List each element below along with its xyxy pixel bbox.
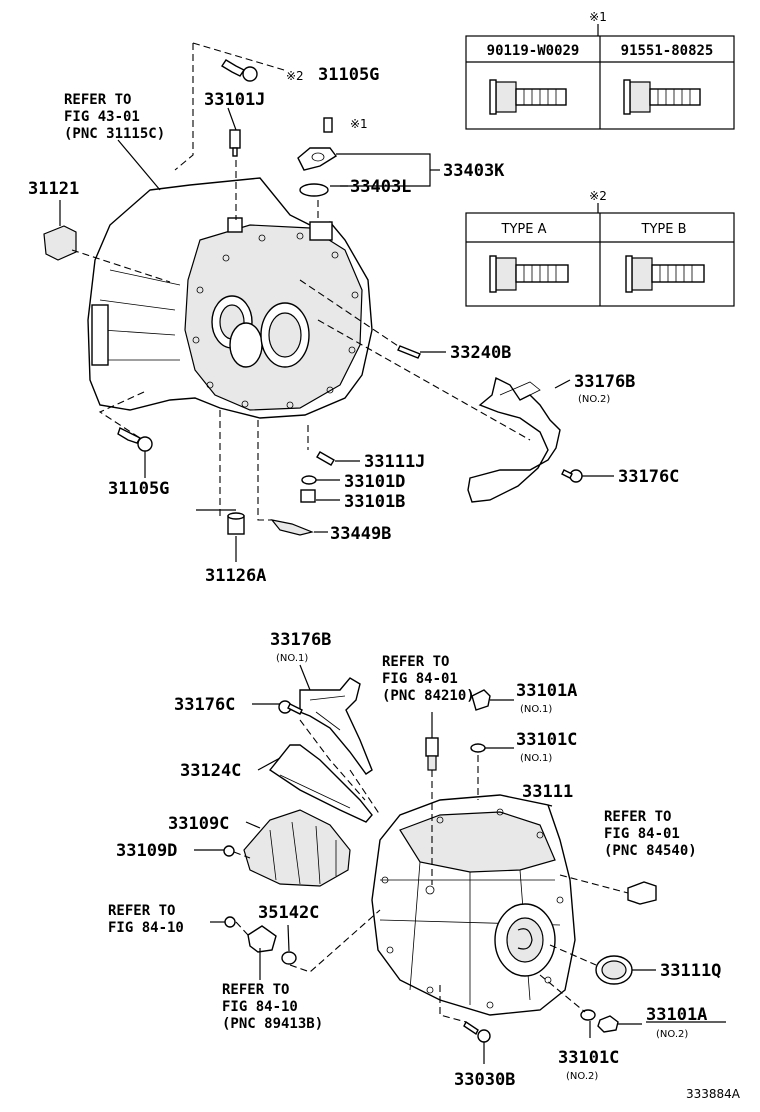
label-33101C-top-note: (NO.1) <box>520 753 552 764</box>
transaxle-case-drawing <box>371 794 576 1016</box>
plate-33124C-icon <box>268 744 373 823</box>
washer-33101D-icon <box>301 475 317 485</box>
bolt-table-1: ※1 90119-W0029 91551-80825 <box>465 10 735 130</box>
label-31105G-bottom: 31105G <box>108 479 169 499</box>
type-a-bolt-icon <box>489 255 569 293</box>
label-33176B-bottom-note: (NO.1) <box>276 653 308 664</box>
plug-33101A-top-icon <box>471 689 491 711</box>
table-1-mark: ※1 <box>589 10 607 24</box>
bolt-33176C-top-icon <box>561 469 583 483</box>
label-31105G-top: 31105G <box>318 65 379 85</box>
ref-8410a-line-1: REFER TO <box>108 903 175 919</box>
table-2-col-1: TYPE A <box>501 222 547 237</box>
bolt-table-2: ※2 TYPE A TYPE B <box>465 189 735 307</box>
label-33101A-bottom-note: (NO.2) <box>656 1029 688 1040</box>
label-33124C: 33124C <box>180 761 241 781</box>
bolt-33109D-icon <box>223 845 235 857</box>
label-33101J: 33101J <box>204 90 265 110</box>
hex-bolt-icon <box>623 79 701 115</box>
label-33176C-top: 33176C <box>618 467 679 487</box>
bolt-31105G-top-icon <box>221 59 258 82</box>
label-33111Q: 33111Q <box>660 961 721 981</box>
type-b-bolt-icon <box>625 255 705 293</box>
label-33109D: 33109D <box>116 841 177 861</box>
ref-84210-line-3: (PNC 84210) <box>382 688 475 704</box>
leader-lines-lower <box>194 664 656 1064</box>
pin-33111J-icon <box>316 451 335 466</box>
figure-id: 333884A <box>686 1087 741 1101</box>
ref-8410b-line-2: FIG 84-10 <box>222 999 298 1015</box>
label-33111: 33111 <box>522 782 573 802</box>
label-33403K: 33403K <box>443 161 505 181</box>
label-33403L: 33403L <box>350 177 411 197</box>
part-labels: ※2 31105G 33101J ※1 33403K 33403L 31121 … <box>28 65 726 1090</box>
bracket-33176B-bottom-icon <box>299 677 373 775</box>
ref-8410a-line-2: FIG 84-10 <box>108 920 184 936</box>
label-33101B: 33101B <box>344 492 405 512</box>
switch-84210-icon <box>425 737 439 771</box>
label-33101D: 33101D <box>344 472 405 492</box>
sensor-84540-icon <box>627 881 657 905</box>
bracket-33176B-top-icon <box>467 376 561 503</box>
gasket-33449B-icon <box>270 519 314 536</box>
leader-lines-upper <box>59 42 614 562</box>
plug-33101A-bottom-icon <box>597 1015 619 1033</box>
flange-bolt-icon <box>489 79 567 115</box>
washer-33101C-top-icon <box>470 743 486 753</box>
label-33111J: 33111J <box>364 452 425 472</box>
bolt-33176C-bottom-icon <box>278 700 303 715</box>
ref-84540-line-3: (PNC 84540) <box>604 843 697 859</box>
plug-31126A-icon <box>227 512 245 535</box>
label-33240B: 33240B <box>450 343 511 363</box>
plug-31121-icon <box>43 225 77 261</box>
speed-sensor-35142C-icon <box>224 916 297 965</box>
label-33101A-top-note: (NO.1) <box>520 704 552 715</box>
label-33449B: 33449B <box>330 524 391 544</box>
reference-notes: REFER TO FIG 43-01 (PNC 31115C) REFER TO… <box>64 92 697 1032</box>
ref-43-line-3: (PNC 31115C) <box>64 126 165 142</box>
ref-43-line-1: REFER TO <box>64 92 131 108</box>
label-35142C: 35142C <box>258 903 319 923</box>
label-33176B-bottom: 33176B <box>270 630 331 650</box>
pin-33240B-icon <box>397 345 421 359</box>
label-31121: 31121 <box>28 179 79 199</box>
label-33176B-top: 33176B <box>574 372 635 392</box>
bolt-31105G-bottom-icon <box>117 427 153 452</box>
transaxle-housing-drawing <box>87 177 373 419</box>
label-33176B-top-note: (NO.2) <box>578 394 610 405</box>
bolt-33030B-icon <box>463 1020 491 1043</box>
label-33176C-bottom: 33176C <box>174 695 235 715</box>
washer-33101C-bottom-icon <box>580 1009 596 1021</box>
ref-8410b-line-3: (PNC 89413B) <box>222 1016 323 1032</box>
ref-8410b-line-1: REFER TO <box>222 982 289 998</box>
table-1-col-2: 91551-80825 <box>621 43 714 59</box>
label-33101C-top: 33101C <box>516 730 577 750</box>
label-33101J-mark: ※1 <box>350 117 368 131</box>
label-31105G-top-mark: ※2 <box>286 69 304 83</box>
ref-84210-line-2: FIG 84-01 <box>382 671 458 687</box>
sensor-33101J-icon <box>229 129 241 157</box>
ref-84210-line-1: REFER TO <box>382 654 449 670</box>
label-33030B: 33030B <box>454 1070 515 1090</box>
seal-33111Q-icon <box>595 955 633 985</box>
label-33109C: 33109C <box>168 814 229 834</box>
label-33101C-bottom: 33101C <box>558 1048 619 1068</box>
ref-84540-line-1: REFER TO <box>604 809 671 825</box>
table-2-mark: ※2 <box>589 189 607 203</box>
table-2-col-2: TYPE B <box>641 222 687 237</box>
ref-43-line-2: FIG 43-01 <box>64 109 140 125</box>
table-1-col-1: 90119-W0029 <box>487 43 580 59</box>
ref-84540-line-2: FIG 84-01 <box>604 826 680 842</box>
label-33101A-bottom: 33101A <box>646 1005 707 1025</box>
plug-33101B-icon <box>300 489 316 503</box>
cover-33109C-icon <box>243 809 351 887</box>
label-31126A: 31126A <box>205 566 266 586</box>
label-33101C-bottom-note: (NO.2) <box>566 1071 598 1082</box>
label-33101A-top: 33101A <box>516 681 577 701</box>
bolt-33403-icon <box>297 117 338 197</box>
